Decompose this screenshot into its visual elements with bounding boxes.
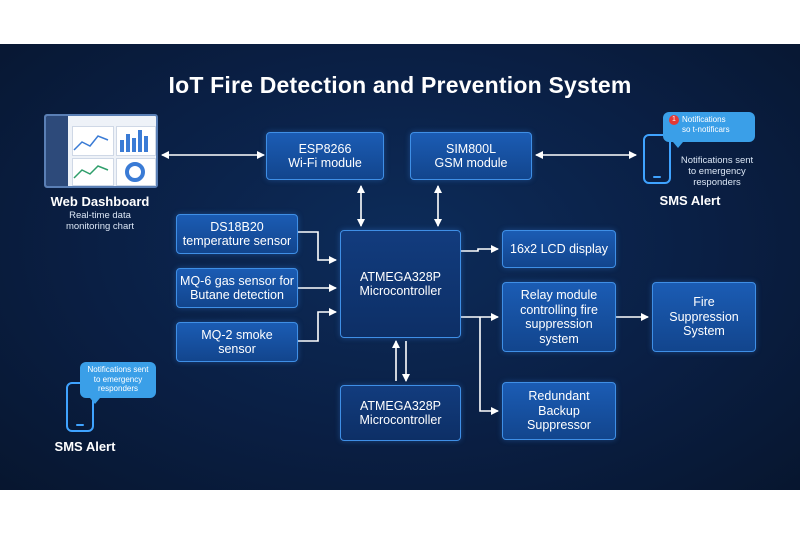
notification-bubble: Notifications sent to emergency responde… bbox=[80, 362, 156, 404]
diagram-canvas: IoT Fire Detection and Prevention System bbox=[0, 44, 800, 490]
phone-icon bbox=[643, 134, 671, 184]
lcd-display: 16x2 LCD display bbox=[502, 230, 616, 268]
link-mcu-lcd bbox=[461, 245, 499, 253]
sms-alert-title: SMS Alert bbox=[659, 193, 721, 208]
link-ds18b20-mcu bbox=[298, 231, 337, 264]
dashboard-screenshot-icon bbox=[44, 114, 158, 188]
web-dashboard-title: Web Dashboard bbox=[50, 194, 150, 209]
link-mcu-redundant bbox=[479, 317, 499, 415]
connector-lines bbox=[161, 151, 649, 415]
web-dashboard-subtitle: Real-time data monitoring chart bbox=[65, 210, 135, 232]
link-mq2-mcu bbox=[298, 308, 337, 342]
notification-badge: 1 bbox=[669, 115, 679, 125]
diagram-title: IoT Fire Detection and Prevention System bbox=[168, 72, 632, 98]
sms-alert-caption: Notifications sent to emergency responde… bbox=[680, 155, 754, 188]
sms-alert-title: SMS Alert bbox=[54, 439, 116, 454]
